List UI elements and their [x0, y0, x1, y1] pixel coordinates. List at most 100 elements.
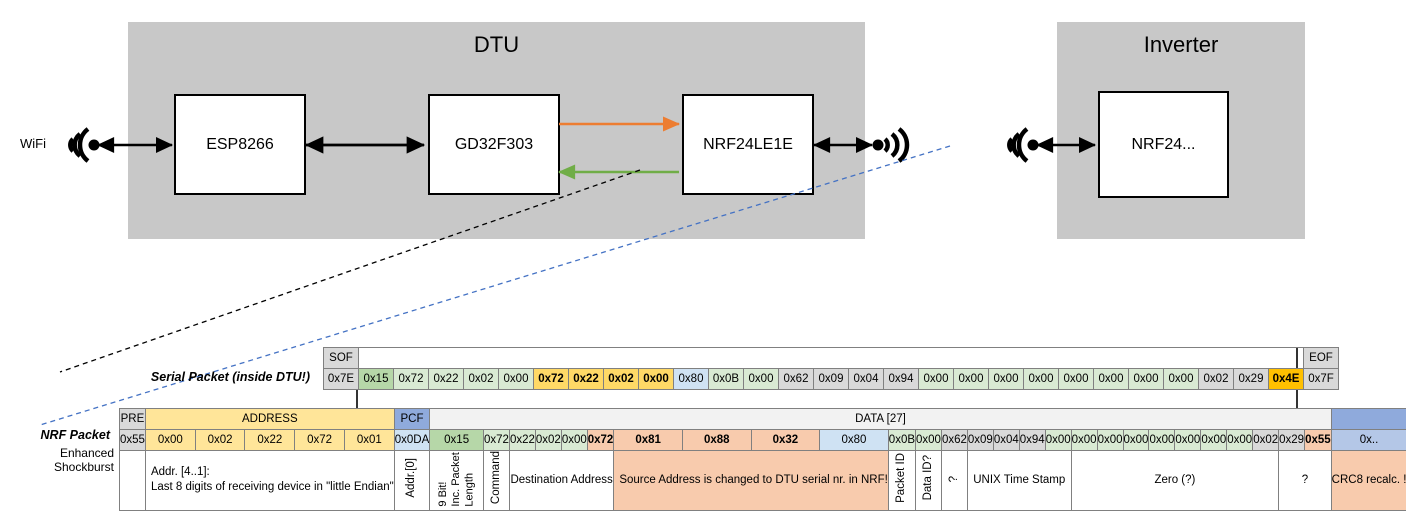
nrf-desc-data-id: Data ID?: [915, 450, 942, 511]
nrf-byte-13: 0x81: [613, 429, 683, 451]
nrf-byte-24: 0x00: [1070, 429, 1098, 451]
dtu-title: DTU: [473, 32, 520, 57]
nrf-byte-33: 0x55: [1304, 429, 1332, 451]
serial-byte-24: 0x00: [1163, 368, 1199, 390]
nrf-byte-30: 0x00: [1226, 429, 1254, 451]
serial-byte-6: 0x72: [533, 368, 569, 390]
serial-byte-2: 0x72: [393, 368, 429, 390]
serial-byte-4: 0x02: [463, 368, 499, 390]
serial-byte-28: 0x7F: [1303, 368, 1339, 390]
serial-byte-12: 0x00: [743, 368, 779, 390]
nrf-byte-28: 0x00: [1174, 429, 1202, 451]
serial-byte-23: 0x00: [1128, 368, 1164, 390]
nrf-desc-unknown-1: ?: [940, 450, 968, 511]
serial-byte-9: 0x00: [638, 368, 674, 390]
nrf-packet-sublabel: Enhanced Shockburst: [53, 446, 114, 474]
serial-byte-8: 0x02: [603, 368, 639, 390]
nrf-byte-2: 0x02: [194, 429, 246, 451]
nrf-byte-18: 0x00: [915, 429, 942, 451]
nrf-byte-34: 0x..: [1330, 429, 1406, 451]
serial-eof-header: EOF: [1303, 347, 1339, 369]
nrf-byte-4: 0x72: [294, 429, 345, 451]
chip-esp8266[interactable]: ESP8266: [174, 94, 306, 195]
inverter-title: Inverter: [1143, 32, 1219, 57]
nrf-byte-16: 0x80: [819, 429, 889, 451]
nrf-byte-21: 0x04: [992, 429, 1020, 451]
nrf-byte-32: 0x29: [1278, 429, 1306, 451]
nrf-byte-15: 0x32: [750, 429, 821, 451]
nrf-group-pre: PRE: [119, 408, 146, 430]
nrf-desc-source-address: Source Address is changed to DTU serial …: [613, 450, 889, 511]
nrf-byte-29: 0x00: [1200, 429, 1228, 451]
chip-nrf24[interactable]: NRF24...: [1098, 91, 1229, 198]
serial-byte-27: 0x4E: [1268, 368, 1304, 390]
serial-packet-header-row: SOF EOF: [323, 347, 1339, 369]
serial-byte-10: 0x80: [673, 368, 709, 390]
serial-byte-26: 0x29: [1233, 368, 1269, 390]
serial-byte-11: 0x0B: [708, 368, 744, 390]
serial-packet-label: Serial Packet (inside DTU!): [150, 370, 310, 384]
chip-esp8266-label: ESP8266: [206, 135, 274, 153]
nrf-byte-20: 0x09: [966, 429, 994, 451]
serial-byte-0: 0x7E: [323, 368, 359, 390]
nrf-byte-9: 0x22: [508, 429, 536, 451]
nrf-byte-22: 0x94: [1018, 429, 1046, 451]
nrf-desc-spacer: [119, 450, 146, 511]
serial-byte-3: 0x22: [428, 368, 464, 390]
serial-byte-22: 0x00: [1093, 368, 1129, 390]
nrf-desc-destination-address: Destination Address: [508, 450, 615, 511]
serial-byte-7: 0x22: [568, 368, 604, 390]
nrf-byte-8: 0x72: [483, 429, 510, 451]
nrf-byte-14: 0x88: [681, 429, 752, 451]
nrf-desc-packet-id: Packet ID: [887, 450, 917, 511]
serial-sof-header: SOF: [323, 347, 359, 369]
nrf-byte-26: 0x00: [1122, 429, 1150, 451]
nrf-desc-unknown-2: ?: [1278, 450, 1332, 511]
nrf-byte-10: 0x02: [534, 429, 562, 451]
chip-gd32f303-label: GD32F303: [454, 135, 534, 153]
nrf-byte-25: 0x00: [1096, 429, 1124, 451]
serial-byte-15: 0x04: [848, 368, 884, 390]
serial-header-spacer: [358, 347, 1304, 369]
chip-gd32f303[interactable]: GD32F303: [428, 94, 560, 195]
nrf-byte-19: 0x62: [940, 429, 968, 451]
chip-nrf24le1e[interactable]: NRF24LE1E: [682, 94, 814, 195]
serial-byte-20: 0x00: [1023, 368, 1059, 390]
nrf-desc-addr-0: Addr.[0]: [393, 450, 431, 511]
nrf-byte-6: 0x0DA: [393, 429, 431, 451]
nrf-byte-31: 0x02: [1252, 429, 1280, 451]
antenna-icon-wifi: [68, 127, 100, 163]
nrf-byte-7: 0x15: [429, 429, 484, 451]
nrf-group-crc: NRF CRC: [1330, 408, 1406, 430]
serial-byte-13: 0x62: [778, 368, 814, 390]
nrf-byte-11: 0x00: [560, 429, 588, 451]
nrf-byte-17: 0x0B: [887, 429, 917, 451]
nrf-byte-0: 0x55: [119, 429, 146, 451]
nrf-byte-27: 0x00: [1148, 429, 1176, 451]
serial-byte-19: 0x00: [988, 368, 1024, 390]
nrf-desc-crc8: CRC8 recalc. !: [1330, 450, 1406, 511]
nrf-packet-label: NRF Packet: [40, 428, 110, 442]
serial-byte-1: 0x15: [358, 368, 394, 390]
nrf-desc-zero: Zero (?): [1070, 450, 1280, 511]
serial-byte-18: 0x00: [953, 368, 989, 390]
serial-byte-25: 0x02: [1198, 368, 1234, 390]
antenna-icon-inverter: [1007, 127, 1039, 163]
nrf-desc-command: Command: [483, 450, 510, 511]
nrf-packet-description-row: Addr. [4..1]:Last 8 digits of receiving …: [119, 450, 1406, 511]
nrf-byte-12: 0x72: [586, 429, 615, 451]
nrf-group-pcf: PCF: [393, 408, 431, 430]
serial-byte-14: 0x09: [813, 368, 849, 390]
nrf-group-address: ADDRESS: [144, 408, 395, 430]
chip-nrf24-label: NRF24...: [1131, 135, 1196, 153]
nrf-byte-5: 0x01: [343, 429, 395, 451]
nrf-desc-addr-4-1: Addr. [4..1]:Last 8 digits of receiving …: [144, 450, 395, 511]
nrf-byte-1: 0x00: [144, 429, 196, 451]
serial-byte-16: 0x94: [883, 368, 919, 390]
